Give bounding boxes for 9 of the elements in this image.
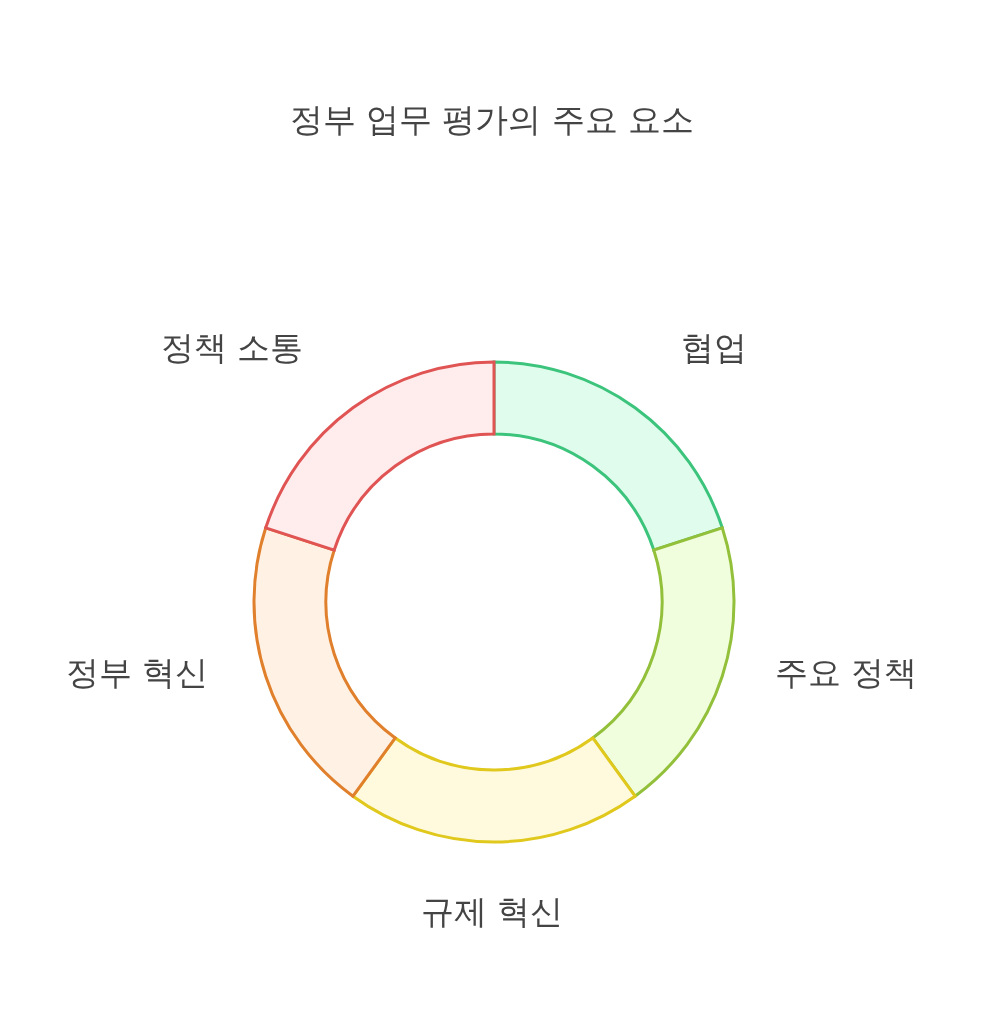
donut-segment xyxy=(591,526,736,798)
donut-segment xyxy=(252,526,397,798)
segment-label: 협업 xyxy=(681,326,747,369)
segment-label: 정부 혁신 xyxy=(65,651,209,694)
segment-label: 주요 정책 xyxy=(774,651,918,694)
segment-label: 규제 혁신 xyxy=(420,890,564,933)
title: 정부 업무 평가의 주요 요소 xyxy=(289,98,695,141)
donut-segment xyxy=(351,736,637,844)
segment-label: 정책 소통 xyxy=(160,326,304,369)
